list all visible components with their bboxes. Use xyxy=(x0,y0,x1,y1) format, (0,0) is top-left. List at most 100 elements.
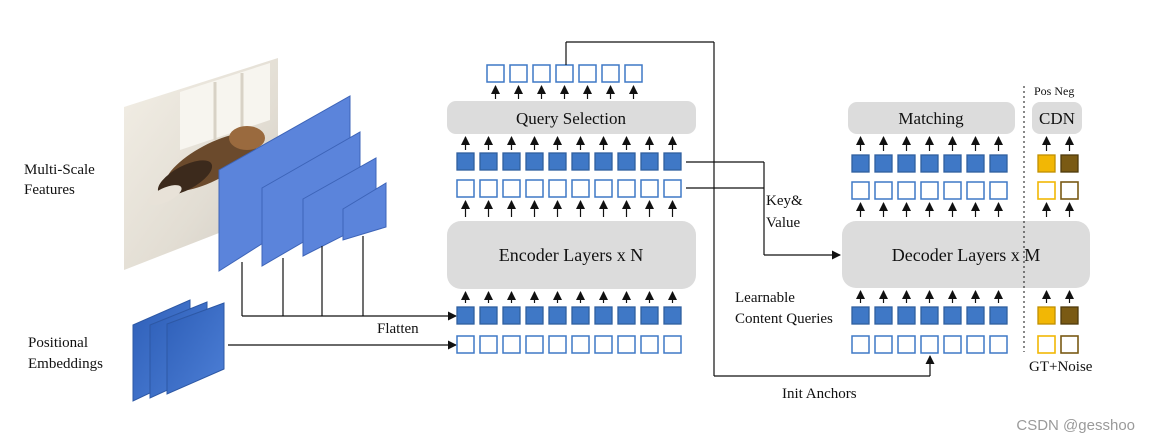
key-value-path xyxy=(686,161,841,260)
feature-token xyxy=(617,306,636,325)
position-token xyxy=(594,179,613,198)
selected-token xyxy=(601,64,620,83)
position-token xyxy=(502,179,521,198)
feature-token xyxy=(502,152,521,171)
selected-token xyxy=(486,64,505,83)
anchor-query-token xyxy=(989,181,1008,200)
anchor-query-token xyxy=(966,181,985,200)
encoder-output-pos-row xyxy=(456,179,682,198)
decoder-layers-box xyxy=(842,221,1090,288)
pos-neg-label: Pos Neg xyxy=(1034,84,1074,98)
encoder-output-row xyxy=(456,152,682,171)
content-query-token xyxy=(920,154,939,173)
encoder-layers-label: Encoder Layers x N xyxy=(499,245,643,265)
feature-token xyxy=(617,152,636,171)
position-token xyxy=(617,335,636,354)
matching-box xyxy=(848,102,1015,134)
anchor-query-token xyxy=(966,335,985,354)
positive-query xyxy=(1037,306,1056,325)
position-token xyxy=(456,179,475,198)
anchor-query-token xyxy=(943,335,962,354)
position-token xyxy=(640,335,659,354)
key-value-label-2: Value xyxy=(766,215,800,231)
anchor-query-token xyxy=(920,335,939,354)
position-token xyxy=(548,179,567,198)
position-token xyxy=(663,179,682,198)
feature-token xyxy=(548,152,567,171)
multi-scale-label-2: Features xyxy=(24,182,75,198)
feature-token xyxy=(525,306,544,325)
feature-token xyxy=(479,152,498,171)
feature-token xyxy=(594,152,613,171)
position-token xyxy=(571,335,590,354)
position-token xyxy=(479,179,498,198)
feature-token xyxy=(640,306,659,325)
feature-token xyxy=(663,306,682,325)
feature-token xyxy=(479,306,498,325)
anchor-query-token xyxy=(874,181,893,200)
feature-token xyxy=(640,152,659,171)
feature-token xyxy=(594,306,613,325)
feature-token xyxy=(502,306,521,325)
positional-label-2: Embeddings xyxy=(28,356,103,372)
query-selection-label: Query Selection xyxy=(516,109,626,128)
negative-query xyxy=(1060,154,1079,173)
encoder-output-arrows xyxy=(461,136,677,150)
positive-anchor xyxy=(1037,335,1056,354)
content-query-token xyxy=(897,306,916,325)
encoder-layers-box xyxy=(447,221,696,289)
feature-token xyxy=(456,152,475,171)
anchor-query-token xyxy=(943,181,962,200)
position-token xyxy=(525,179,544,198)
positive-query xyxy=(1037,154,1056,173)
negative-anchor xyxy=(1060,181,1079,200)
key-value-label-1: Key& xyxy=(766,193,803,209)
cdn-box xyxy=(1032,102,1082,134)
content-query-token xyxy=(966,306,985,325)
selected-token xyxy=(578,64,597,83)
selection-output-arrows xyxy=(491,85,638,99)
flatten-connectors xyxy=(241,236,457,321)
anchor-query-token xyxy=(851,181,870,200)
encoder-input-pos-row xyxy=(456,335,682,354)
decoder-layers-label: Decoder Layers x M xyxy=(892,245,1040,265)
selected-token xyxy=(555,64,574,83)
position-token xyxy=(571,179,590,198)
denoising-query-group xyxy=(1037,136,1079,354)
encoder-upper-arrows xyxy=(461,200,677,217)
content-query-token xyxy=(851,306,870,325)
position-token xyxy=(479,335,498,354)
init-anchor-path xyxy=(565,41,935,377)
feature-token xyxy=(548,306,567,325)
init-anchors-label: Init Anchors xyxy=(782,386,857,402)
position-token xyxy=(456,335,475,354)
content-query-token xyxy=(874,306,893,325)
anchor-query-token xyxy=(874,335,893,354)
content-query-token xyxy=(943,306,962,325)
feature-token xyxy=(571,152,590,171)
feature-token xyxy=(663,152,682,171)
selected-token xyxy=(509,64,528,83)
feature-token xyxy=(456,306,475,325)
negative-anchor xyxy=(1060,335,1079,354)
feature-pyramid xyxy=(218,95,387,272)
position-token xyxy=(640,179,659,198)
learnable-label-1: Learnable xyxy=(735,290,795,306)
content-query-token xyxy=(943,154,962,173)
content-query-row xyxy=(851,306,1008,325)
matching-label: Matching xyxy=(898,109,964,128)
content-query-token xyxy=(920,306,939,325)
position-token xyxy=(594,335,613,354)
content-query-token xyxy=(874,154,893,173)
feature-token xyxy=(525,152,544,171)
anchor-query-token xyxy=(897,335,916,354)
gt-noise-label: GT+Noise xyxy=(1029,359,1093,375)
multi-scale-label-1: Multi-Scale xyxy=(24,162,95,178)
positional-label-1: Positional xyxy=(28,335,88,351)
selected-token xyxy=(624,64,643,83)
content-query-token xyxy=(851,154,870,173)
anchor-query-row xyxy=(851,335,1008,354)
position-token xyxy=(525,335,544,354)
selected-query-row xyxy=(486,64,643,83)
anchor-query-token xyxy=(920,181,939,200)
